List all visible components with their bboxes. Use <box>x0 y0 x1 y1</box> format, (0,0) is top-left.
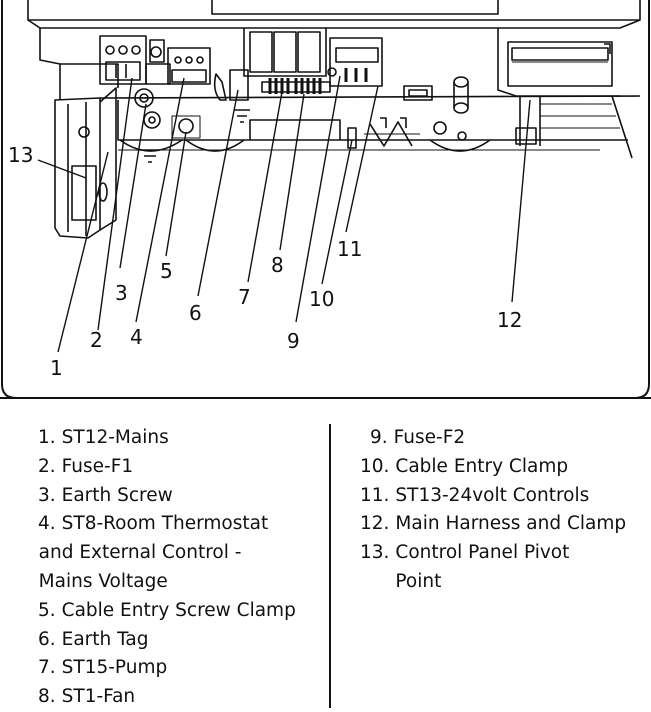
legend-item: 5.Cable Entry Screw Clamp <box>38 599 296 621</box>
callout-11: 11 <box>337 237 362 261</box>
st1-fan-connector <box>294 78 322 94</box>
callout-2: 2 <box>90 328 103 352</box>
st13-connector <box>327 37 383 87</box>
callout-13: 13 <box>8 143 33 167</box>
legend-item: 7.ST15-Pump <box>38 657 168 679</box>
fuse-f2 <box>347 127 357 149</box>
callout-5: 5 <box>160 259 173 283</box>
legend-item: 10.Cable Entry Clamp <box>360 455 569 477</box>
callout-4: 4 <box>130 325 143 349</box>
callout-7: 7 <box>238 285 251 309</box>
top-housing <box>27 0 641 29</box>
small-components <box>403 76 469 141</box>
leader-lines <box>37 75 531 353</box>
callout-6: 6 <box>189 301 202 325</box>
callout-1: 1 <box>50 356 63 380</box>
legend-item: 12.Main Harness and Clamp <box>360 513 627 535</box>
legend-left-column: 1.ST12-Mains 2.Fuse-F1 3.Earth Screw 4.S… <box>38 424 318 712</box>
st12-mains-connector <box>99 35 147 85</box>
main-harness-clamp <box>497 28 633 159</box>
section-divider <box>0 397 651 399</box>
legend-item: 9.Fuse-F2 <box>370 427 466 448</box>
callout-3: 3 <box>115 281 128 305</box>
callout-12: 12 <box>497 308 522 332</box>
earth-screw <box>134 88 161 163</box>
legend-item: 3.Earth Screw <box>38 484 173 506</box>
legend-right-column: 9.Fuse-F2 10.Cable Entry Clamp 11.ST13-2… <box>360 424 645 597</box>
legend-item: 2.Fuse-F1 <box>38 455 134 477</box>
legend-item: 11.ST13-24volt Controls <box>360 484 590 506</box>
legend-item: 4.ST8-Room Thermostat and External Contr… <box>38 513 269 592</box>
pivot-bracket <box>54 87 117 239</box>
callout-9: 9 <box>287 329 300 353</box>
earth-tag <box>213 69 250 123</box>
legend-divider <box>329 424 331 708</box>
legend-item: 6.Earth Tag <box>38 628 149 650</box>
control-panel-diagram: 1 2 3 4 5 6 7 8 9 10 11 12 13 <box>1 0 650 399</box>
fuse-f1 <box>145 39 171 85</box>
callout-10: 10 <box>309 287 334 311</box>
callout-8: 8 <box>271 253 284 277</box>
cable-entry-clamp <box>364 117 420 147</box>
legend-item: 1.ST12-Mains <box>38 427 169 448</box>
legend-item: 13.Control Panel Pivot Point <box>360 542 570 592</box>
callout-labels: 1 2 3 4 5 6 7 8 9 10 11 12 13 <box>8 143 522 380</box>
st15-pump-connector <box>268 78 290 94</box>
legend-item: 8.ST1-Fan <box>38 686 136 708</box>
st8-connector <box>167 47 211 85</box>
